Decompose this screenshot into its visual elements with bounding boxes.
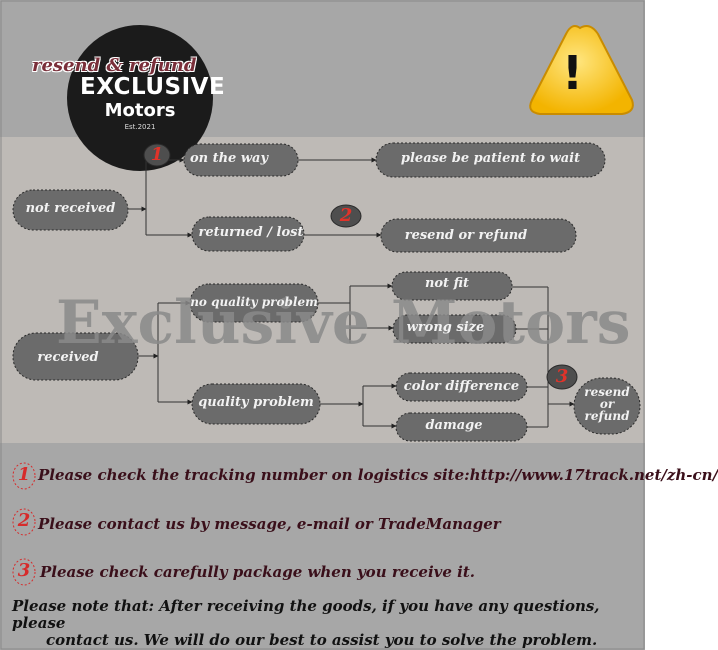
note-2-number: 2 — [17, 510, 31, 531]
warning-icon — [529, 25, 634, 115]
node-on-the-way-shape — [183, 143, 299, 177]
watermark: Exclusive Motors — [56, 288, 631, 358]
marker-2-shape — [330, 204, 362, 228]
marker-1: 1 — [150, 144, 164, 165]
note-3-number: 3 — [17, 560, 31, 581]
node-returned-lost-shape — [191, 216, 305, 252]
node-damage-shape — [395, 412, 528, 442]
node-not-fit-shape — [391, 271, 513, 301]
node-wrong-size: wrong size — [406, 320, 485, 335]
note-3-text: Please check carefully package when you … — [40, 563, 475, 581]
marker-3: 3 — [555, 366, 569, 387]
page-title: resend & refund — [32, 55, 197, 76]
node-returned-lost: returned / lost — [198, 225, 304, 240]
node-please-wait-shape — [375, 142, 606, 178]
node-received: received — [37, 350, 99, 365]
note-1-circle — [12, 462, 36, 490]
marker-3-shape — [546, 364, 578, 390]
logo-brand: EXCLUSIVE — [80, 74, 226, 100]
node-resend-refund-1: resend or refund — [404, 228, 528, 243]
node-color-difference-shape — [395, 372, 528, 402]
node-received-shape — [12, 332, 139, 381]
note-1-number: 1 — [17, 464, 31, 485]
node-wrong-size-shape — [392, 314, 517, 344]
logo-subbrand: Motors — [104, 100, 176, 121]
node-on-the-way: on the way — [189, 151, 269, 166]
footer-note: Please note that: After receiving the go… — [12, 598, 637, 649]
node-resend-refund-2-shape — [573, 377, 641, 435]
node-not-received-shape — [12, 189, 129, 231]
note-3-circle — [12, 558, 36, 586]
logo-established: Est.2021 — [124, 123, 156, 131]
marker-1-shape — [143, 143, 171, 167]
node-not-fit: not fit — [424, 276, 470, 291]
diagram-graphics — [0, 0, 645, 650]
note-1-text: Please check the tracking number on logi… — [38, 466, 718, 484]
flow-band — [0, 137, 645, 443]
node-resend-refund-2-line1: resend — [584, 385, 630, 399]
node-quality-problem: quality problem — [198, 395, 314, 410]
markers — [143, 143, 578, 390]
note-marks — [12, 462, 36, 586]
node-not-received: not received — [25, 201, 116, 216]
node-color-difference: color difference — [403, 379, 520, 394]
note-2-text: Please contact us by message, e-mail or … — [38, 515, 501, 533]
node-no-quality-problem: no quality problem — [190, 295, 318, 309]
logo-badge — [67, 25, 213, 171]
footer-line-2: contact us. We will do our best to assis… — [46, 631, 598, 649]
node-please-wait: please be patient to wait — [400, 151, 581, 166]
node-quality-problem-shape — [191, 383, 321, 425]
warning-exclamation: ! — [562, 46, 583, 100]
note-2-circle — [12, 508, 36, 536]
node-resend-refund-1-shape — [380, 218, 577, 253]
node-no-quality-shape — [189, 283, 319, 323]
nodes — [12, 142, 641, 442]
marker-2: 2 — [339, 205, 353, 226]
node-resend-refund-2-line3: refund — [584, 409, 630, 423]
node-resend-refund-2-line2: or — [599, 397, 615, 411]
footer-line-1: Please note that: After receiving the go… — [12, 597, 600, 632]
node-damage: damage — [425, 418, 483, 433]
page-border — [0, 0, 645, 650]
